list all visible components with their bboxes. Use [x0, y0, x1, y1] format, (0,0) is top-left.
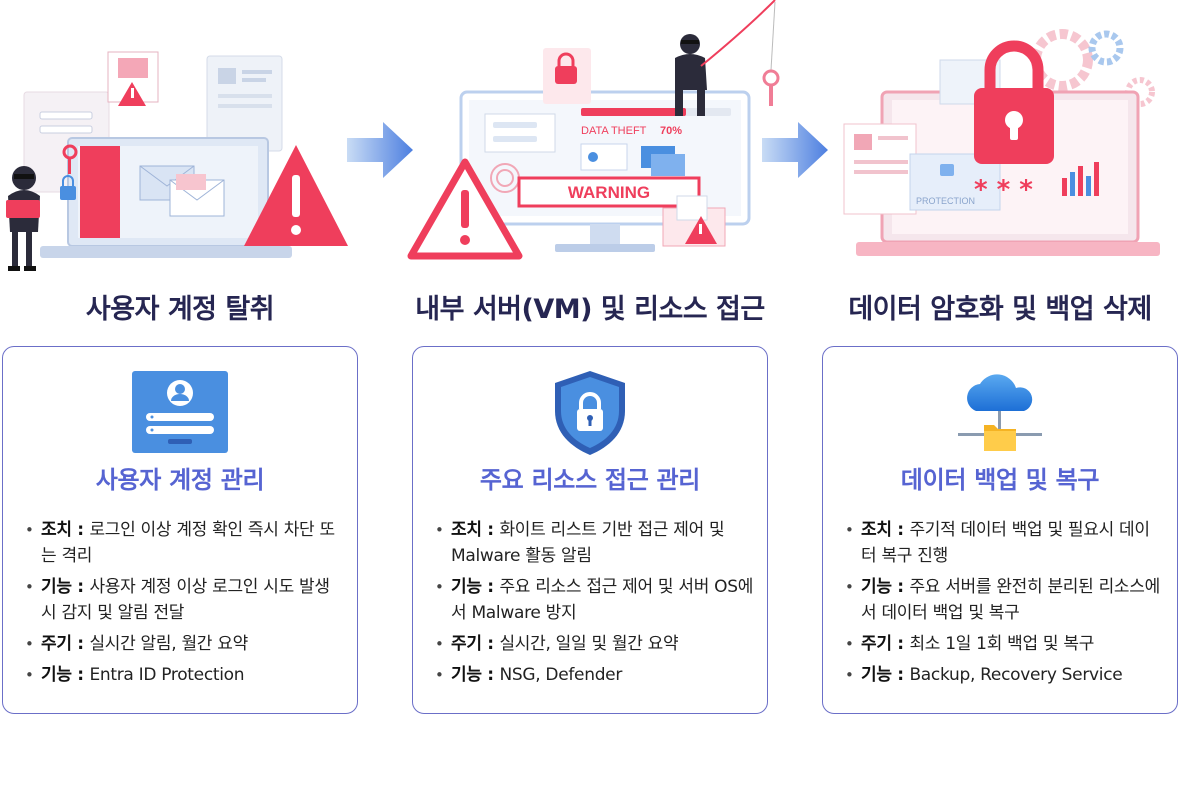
- item-text: 실시간 알림, 월간 요약: [89, 634, 248, 654]
- item-separator: :: [481, 665, 500, 685]
- item-key: 기능: [861, 665, 892, 685]
- item-separator: :: [481, 577, 500, 597]
- item-text: 사용자 계정 이상 로그인 시도 발생시 감지 및 알림 전달: [41, 577, 330, 623]
- item-list: 조치 : 주기적 데이터 백업 및 필요시 데이터 복구 진행 기능 : 주요 …: [845, 517, 1165, 693]
- card-title: 데이터 백업 및 복구: [900, 466, 1100, 494]
- list-item: 조치 : 로그인 이상 계정 확인 즉시 차단 또는 격리: [25, 517, 345, 569]
- card-backup-recovery: 데이터 백업 및 복구 조치 : 주기적 데이터 백업 및 필요시 데이터 복구…: [822, 346, 1178, 714]
- encryption-illustration: PROTECTION * * *: [840, 0, 1200, 280]
- stage-title-encryption: 데이터 암호화 및 백업 삭제: [848, 294, 1152, 325]
- item-key: 조치: [861, 520, 892, 540]
- item-text: Backup, Recovery Service: [909, 665, 1123, 685]
- list-item: 조치 : 주기적 데이터 백업 및 필요시 데이터 복구 진행: [845, 517, 1165, 569]
- theft-label: DATA THEFT: [581, 125, 647, 137]
- list-item: 기능 : 사용자 계정 이상 로그인 시도 발생시 감지 및 알림 전달: [25, 574, 345, 626]
- item-text: 실시간, 일일 및 월간 요약: [499, 634, 679, 654]
- item-key: 조치: [451, 520, 482, 540]
- item-separator: :: [891, 520, 910, 540]
- list-item: 주기 : 실시간, 일일 및 월간 요약: [435, 631, 755, 657]
- warning-label: WARNING: [568, 183, 650, 202]
- list-item: 주기 : 실시간 알림, 월간 요약: [25, 631, 345, 657]
- item-key: 주기: [861, 634, 892, 654]
- item-key: 기능: [451, 665, 482, 685]
- item-text: 로그인 이상 계정 확인 즉시 차단 또는 격리: [41, 520, 335, 566]
- list-item: 주기 : 최소 1일 1회 백업 및 복구: [845, 631, 1165, 657]
- item-key: 조치: [41, 520, 72, 540]
- item-separator: :: [481, 520, 500, 540]
- shield-lock-icon: [555, 371, 625, 459]
- protection-label: PROTECTION: [916, 196, 975, 206]
- card-resource-access-management: 주요 리소스 접근 관리 조치 : 화이트 리스트 기반 접근 제어 및 Mal…: [412, 346, 768, 714]
- item-text: NSG, Defender: [499, 665, 623, 685]
- stage-title-server-access: 내부 서버(VM) 및 리소스 접근: [415, 294, 765, 325]
- item-separator: :: [891, 577, 910, 597]
- item-key: 기능: [451, 577, 482, 597]
- item-separator: :: [891, 665, 910, 685]
- item-text: 주요 리소스 접근 제어 및 서버 OS에서 Malware 방지: [451, 577, 754, 623]
- password-mask: * * *: [974, 175, 1033, 205]
- item-list: 조치 : 화이트 리스트 기반 접근 제어 및 Malware 활동 알림 기능…: [435, 517, 755, 693]
- item-separator: :: [481, 634, 500, 654]
- item-text: Entra ID Protection: [89, 665, 245, 685]
- item-key: 기능: [41, 577, 72, 597]
- server-access-illustration: DATA THEFT 70% WARNING: [405, 0, 785, 280]
- login-form-icon: [132, 371, 228, 457]
- card-title: 사용자 계정 관리: [95, 466, 265, 494]
- list-item: 기능 : Backup, Recovery Service: [845, 662, 1165, 688]
- card-title: 주요 리소스 접근 관리: [479, 466, 701, 494]
- arrow-right-icon: [762, 122, 828, 182]
- list-item: 기능 : 주요 리소스 접근 제어 및 서버 OS에서 Malware 방지: [435, 574, 755, 626]
- item-text: 주기적 데이터 백업 및 필요시 데이터 복구 진행: [861, 520, 1150, 566]
- item-text: 화이트 리스트 기반 접근 제어 및 Malware 활동 알림: [451, 520, 725, 566]
- item-list: 조치 : 로그인 이상 계정 확인 즉시 차단 또는 격리 기능 : 사용자 계…: [25, 517, 345, 693]
- item-separator: :: [891, 634, 910, 654]
- item-key: 주기: [41, 634, 72, 654]
- theft-percent: 70%: [660, 125, 682, 137]
- item-separator: :: [71, 577, 90, 597]
- list-item: 조치 : 화이트 리스트 기반 접근 제어 및 Malware 활동 알림: [435, 517, 755, 569]
- list-item: 기능 : 주요 서버를 완전히 분리된 리소스에서 데이터 백업 및 복구: [845, 574, 1165, 626]
- item-separator: :: [71, 665, 90, 685]
- card-account-management: 사용자 계정 관리 조치 : 로그인 이상 계정 확인 즉시 차단 또는 격리 …: [2, 346, 358, 714]
- list-item: 기능 : NSG, Defender: [435, 662, 755, 688]
- item-separator: :: [71, 634, 90, 654]
- cloud-backup-icon: [954, 371, 1046, 459]
- item-text: 최소 1일 1회 백업 및 복구: [909, 634, 1095, 654]
- item-key: 주기: [451, 634, 482, 654]
- item-key: 기능: [861, 577, 892, 597]
- account-theft-illustration: [0, 0, 360, 280]
- list-item: 기능 : Entra ID Protection: [25, 662, 345, 688]
- item-text: 주요 서버를 완전히 분리된 리소스에서 데이터 백업 및 복구: [861, 577, 1160, 623]
- item-separator: :: [71, 520, 90, 540]
- item-key: 기능: [41, 665, 72, 685]
- theft-progress-fill: [581, 108, 686, 116]
- stage-title-account-theft: 사용자 계정 탈취: [85, 294, 275, 325]
- arrow-right-icon: [347, 122, 413, 182]
